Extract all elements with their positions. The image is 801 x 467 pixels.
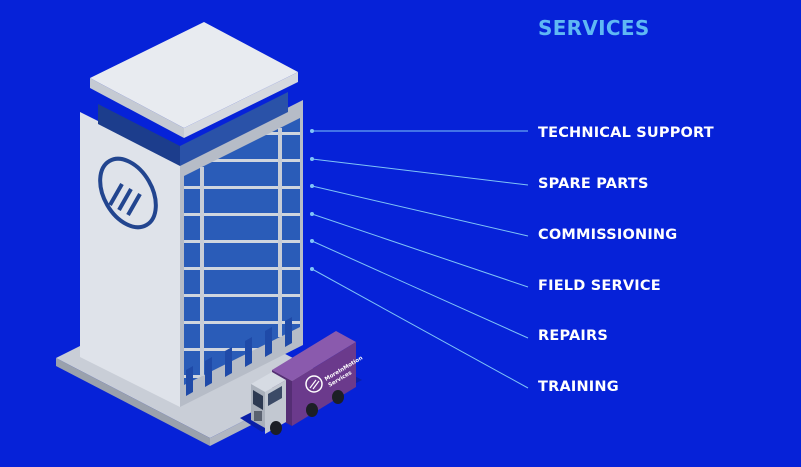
roof-slab-side bbox=[184, 72, 298, 138]
connector-dot bbox=[310, 184, 314, 188]
connector-dot bbox=[310, 212, 314, 216]
service-label-repairs: REPAIRS bbox=[538, 328, 608, 344]
building-window-grid bbox=[184, 118, 300, 385]
truck-windshield bbox=[253, 390, 263, 410]
service-label-spare-parts: SPARE PARTS bbox=[538, 176, 649, 192]
building-door bbox=[225, 347, 232, 377]
building-door bbox=[245, 337, 252, 367]
connector-lines bbox=[310, 129, 529, 389]
truck-grille bbox=[254, 411, 262, 421]
connector-training bbox=[311, 268, 529, 389]
truck-wheel bbox=[332, 390, 344, 404]
truck-logo-icon bbox=[305, 375, 323, 393]
connector-dot bbox=[310, 157, 314, 161]
truck-wheel bbox=[306, 403, 318, 417]
building-door bbox=[265, 327, 272, 357]
connector-dot bbox=[310, 267, 314, 271]
building-door bbox=[186, 366, 193, 396]
building-door bbox=[285, 317, 292, 347]
building-door bbox=[205, 357, 212, 387]
connector-commissioning bbox=[311, 185, 529, 237]
truck-side-window bbox=[268, 386, 282, 406]
connector-dot bbox=[310, 129, 314, 133]
truck-cab-top bbox=[251, 372, 286, 392]
roof-slab-top bbox=[90, 22, 298, 128]
connector-spare-parts bbox=[311, 158, 529, 186]
delivery-truck-icon: MoreInMotion Services bbox=[240, 331, 364, 435]
truck-wheel bbox=[270, 421, 282, 435]
truck-cargo-top bbox=[272, 331, 356, 381]
services-heading: SERVICES bbox=[538, 16, 650, 40]
service-label-field-service: FIELD SERVICE bbox=[538, 278, 661, 294]
service-label-training: TRAINING bbox=[538, 379, 619, 395]
connector-field-service bbox=[311, 213, 529, 288]
company-logo-icon bbox=[98, 156, 158, 230]
connector-dot bbox=[310, 239, 314, 243]
service-label-technical-support: TECHNICAL SUPPORT bbox=[538, 125, 714, 141]
service-label-commissioning: COMMISSIONING bbox=[538, 227, 678, 243]
roof-recess-side bbox=[180, 92, 288, 166]
connector-repairs bbox=[311, 240, 529, 339]
roof-slab-front bbox=[90, 78, 184, 138]
building-plinth-front bbox=[56, 358, 210, 446]
roof-recess-front bbox=[98, 104, 180, 166]
building-left-face bbox=[80, 112, 180, 407]
